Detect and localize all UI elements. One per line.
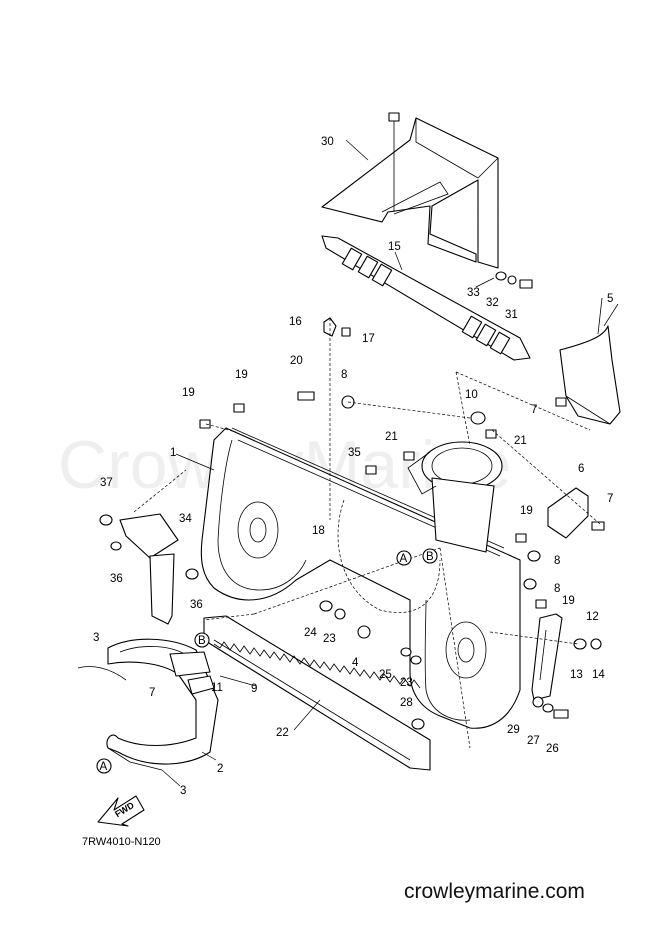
callout: 28: [400, 697, 413, 709]
ref-marker-a: A: [400, 553, 408, 565]
callout: 8: [554, 555, 560, 567]
callout: 22: [276, 727, 289, 739]
reference-markers: A B B A: [96, 548, 438, 774]
callout: 8: [341, 369, 347, 381]
callout: 16: [289, 316, 302, 328]
part-main-housing: [200, 427, 521, 729]
ref-marker-b: B: [198, 635, 206, 647]
callout: 30: [321, 136, 334, 148]
callout: 3: [180, 785, 186, 797]
callout: 37: [100, 477, 113, 489]
callout: 34: [179, 513, 192, 525]
callout: 19: [520, 505, 533, 517]
part-chute-deflector: [559, 297, 621, 425]
callout: 14: [592, 669, 605, 681]
part-cover-bracket: [321, 112, 499, 269]
callout: 13: [570, 669, 583, 681]
callout: 18: [312, 525, 325, 537]
callout: 15: [388, 241, 401, 253]
part-scraper-blade: [203, 615, 431, 771]
document-code: 7RW4010-N120: [82, 836, 161, 848]
callout: 3: [93, 632, 99, 644]
part-bracket-12: [515, 533, 602, 719]
part-plate-6: [547, 487, 605, 539]
callout: 21: [385, 431, 398, 443]
callout: 7: [607, 493, 613, 505]
callout: 32: [486, 297, 499, 309]
callout: 24: [304, 627, 317, 639]
callout: 7: [149, 687, 155, 699]
callout: 17: [362, 333, 375, 345]
callout: 2: [217, 763, 223, 775]
callout: 36: [110, 573, 123, 585]
callout-labels: 30 15 33 32 31 5 16 17 20 8 19 19 10 21 …: [93, 136, 613, 797]
callout: 25: [379, 669, 392, 681]
callout: 31: [505, 309, 518, 321]
hardware-33-32-31: [495, 271, 533, 289]
callout: 35: [348, 447, 361, 459]
forward-arrow-icon: FWD: [97, 795, 145, 827]
callout: 19: [562, 595, 575, 607]
part-bracket-34: [99, 513, 199, 625]
callout: 4: [352, 657, 359, 669]
callout: 29: [507, 724, 520, 736]
callout: 36: [190, 599, 203, 611]
site-url: crowleymarine.com: [404, 880, 585, 903]
callout: 7: [531, 404, 537, 416]
ref-marker-b: B: [426, 551, 434, 563]
callout: 23: [400, 677, 413, 689]
callout: 21: [514, 435, 527, 447]
callout: 19: [235, 369, 248, 381]
callout: 19: [182, 387, 195, 399]
callout: 8: [554, 583, 560, 595]
callout: 6: [578, 463, 584, 475]
callout: 20: [290, 355, 303, 367]
callout: 10: [465, 389, 478, 401]
hardware-center: [319, 600, 425, 730]
callout: 11: [211, 682, 223, 694]
leader-lines: [133, 139, 619, 787]
callout: 12: [586, 611, 599, 623]
callout: 1: [170, 447, 176, 459]
part-shaft: [321, 235, 531, 361]
callout: 9: [251, 683, 257, 695]
callout: 23: [323, 633, 336, 645]
callout: 5: [607, 293, 613, 305]
part-chute-ring: [407, 441, 503, 553]
part-auger-shroud: [77, 638, 219, 771]
ref-marker-a: A: [100, 761, 108, 773]
callout: 26: [546, 743, 559, 755]
callout: 33: [467, 287, 480, 299]
callout: 27: [527, 735, 540, 747]
